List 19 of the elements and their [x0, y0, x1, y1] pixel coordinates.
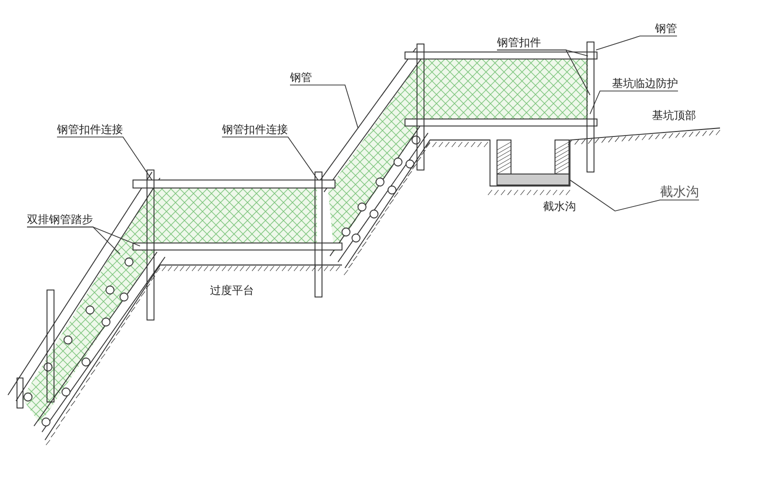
leader-line [56, 136, 152, 180]
leader-line [590, 90, 678, 114]
callout-label: 基坑临边防护 [612, 77, 678, 91]
callout-label: 截水沟 [660, 186, 699, 200]
annotation-text: 过度平台 [210, 284, 254, 298]
annotation-text: 基坑顶部 [652, 109, 696, 123]
leader-line [26, 226, 140, 246]
callout-label: 钢管扣件 [497, 36, 541, 50]
leader-line [222, 136, 318, 180]
callout-label: 双排钢管踏步 [27, 213, 93, 227]
leader-line [496, 50, 590, 96]
leader-line [596, 36, 678, 50]
annotation-text: 截水沟 [543, 200, 576, 214]
callout-label: 钢管扣件连接 [222, 123, 288, 137]
callout-label: 钢管 [655, 22, 677, 36]
callout-label: 钢管 [290, 71, 312, 85]
leader-line [570, 180, 700, 212]
leader-line [290, 84, 358, 128]
callout-label: 钢管扣件连接 [57, 123, 123, 137]
